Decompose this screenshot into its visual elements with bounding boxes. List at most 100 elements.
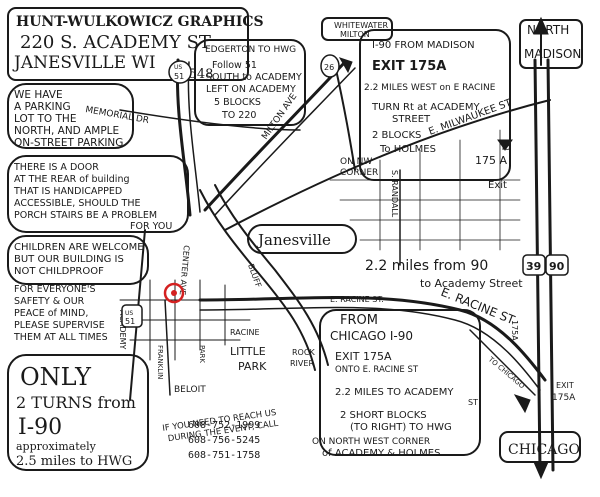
madison-line: To HOLMES — [379, 144, 436, 155]
safety-line: THEM AT ALL TIMES — [13, 332, 108, 343]
chicago-line: CHICAGO I-90 — [330, 329, 413, 343]
access-line: PORCH STAIRS BE A PROBLEM — [14, 210, 157, 221]
children-line: NOT CHILDPROOF — [14, 266, 104, 277]
company-name: HUNT-WULKOWICZ GRAPHICS — [16, 14, 264, 30]
north-label: NORTH — [527, 23, 569, 37]
franklin-label: FRANKLIN — [156, 345, 164, 379]
access-line: FOR YOU — [130, 221, 172, 232]
parking-line: ON-STREET PARKING — [14, 137, 123, 149]
parking-line: NORTH, AND AMPLE — [14, 125, 119, 137]
edgerton-line: TO 220 — [221, 110, 256, 121]
rock-river-label: ROCK — [292, 348, 315, 357]
randall-label: S. RANDALL — [390, 170, 399, 218]
safety-line: SAFETY & OUR — [14, 296, 85, 307]
phone-number: 608-752-1999 — [188, 420, 260, 431]
chicago-line: ST — [468, 398, 478, 407]
racine-st-big-label: E. RACINE ST — [439, 285, 517, 328]
edgerton-line: SOUTH to ACADEMY — [206, 72, 302, 83]
phone-number: 608-751-1758 — [188, 450, 260, 461]
madison-line: I-90 FROM MADISON — [372, 40, 475, 51]
chicago-label: CHICAGO — [508, 442, 580, 458]
i90-text: 90 — [549, 260, 565, 273]
us51-text: 51 — [125, 317, 135, 326]
academy-label: ACADEMY — [118, 310, 127, 350]
chicago-directions: FROM CHICAGO I-90 EXIT 175A ONTO E. RACI… — [312, 313, 478, 459]
exit-label: Exit — [488, 180, 507, 191]
i39-shield: 39 — [522, 254, 546, 276]
miles-text: 2.5 miles to HWG — [16, 454, 132, 469]
phone-number: 608-756-5245 — [188, 435, 260, 446]
edgerton-line: LEFT ON ACADEMY — [206, 84, 296, 95]
exit-175a-label: 175A — [552, 393, 576, 403]
janesville-label: Janesville — [256, 231, 331, 249]
i90-text: I-90 — [18, 415, 62, 440]
madison-line: STREET — [392, 114, 431, 125]
map-labels: WHITEWATER MILTON NORTH MADISON CHICAGO … — [84, 21, 581, 458]
madison-line: CORNER — [340, 168, 378, 178]
only-text: ONLY — [20, 363, 92, 391]
racine-st-label: E. RACINE ST. — [330, 295, 384, 304]
street-address: 220 S. ACADEMY ST — [20, 32, 211, 53]
madison-line: TURN Rt at ACADEMY — [371, 102, 480, 113]
access-line: AT THE REAR of building — [14, 174, 130, 185]
exit-175a-marker-text: 175A — [510, 320, 519, 341]
children-line: CHILDREN ARE WELCOME — [14, 242, 144, 253]
chicago-line: FROM — [340, 313, 378, 328]
to-175a-label: 175 A — [475, 154, 507, 167]
whitewater-label: WHITEWATER — [334, 21, 388, 30]
note-boxes — [7, 7, 583, 471]
madison-line: 2 BLOCKS — [372, 130, 421, 141]
city-state: JANESVILLE WI — [12, 53, 156, 73]
exit-175a-label: EXIT — [556, 381, 574, 390]
chicago-line: (TO RIGHT) TO HWG — [350, 422, 452, 433]
parking-line: LOT TO THE — [14, 113, 76, 125]
center-ave-label: CENTER AVE — [178, 245, 191, 296]
map-arrows — [338, 16, 549, 480]
safety-line: PEACE of MIND, — [14, 308, 88, 319]
accessibility-note: THERE IS A DOOR AT THE REAR of building … — [13, 162, 172, 232]
turns-text: 2 TURNS from — [16, 393, 136, 412]
chicago-line: of ACADEMY & HOLMES — [322, 448, 440, 459]
madison-line: 2.2 MILES WEST on E RACINE — [364, 83, 496, 93]
parking-line: A PARKING — [14, 101, 71, 113]
safety-line: FOR EVERYONE'S — [14, 284, 96, 295]
access-line: THAT IS HANDICAPPED — [13, 186, 122, 197]
edgerton-line: 5 BLOCKS — [214, 97, 261, 108]
chicago-line: ONTO E. RACINE ST — [335, 365, 419, 375]
to-academy-street-label: to Academy Street — [420, 277, 523, 290]
safety-note: FOR EVERYONE'S SAFETY & OUR PEACE of MIN… — [13, 284, 108, 343]
edgerton-line: EDGERTON TO HWG — [205, 45, 296, 55]
route26-text: 26 — [324, 63, 334, 72]
access-line: THERE IS A DOOR — [13, 162, 99, 173]
us51-text: US — [125, 310, 133, 317]
children-line: BUT OUR BUILDING IS — [14, 254, 124, 265]
to-175a-label: To — [499, 142, 511, 153]
memorial-dr-label: MEMORIAL DR — [84, 105, 149, 126]
madison-directions: I-90 FROM MADISON EXIT 175A 2.2 MILES WE… — [340, 40, 496, 178]
safety-line: PLEASE SUPERVISE — [14, 320, 105, 331]
beloit-label: BELOIT — [174, 385, 206, 395]
only-two-turns-note: ONLY 2 TURNS from I-90 approximately 2.5… — [16, 363, 136, 469]
i90-shield: 90 — [545, 254, 569, 276]
parking-note: WE HAVE A PARKING LOT TO THE NORTH, AND … — [14, 89, 123, 149]
little-park-label: PARK — [238, 360, 267, 373]
us51-shield-lower: US 51 — [121, 304, 143, 328]
to-chicago-label: TO CHICAGO — [486, 355, 527, 391]
hwg-location-marker — [163, 282, 185, 304]
park-label: PARK — [198, 345, 206, 363]
chicago-line: ON NORTH WEST CORNER — [312, 437, 430, 447]
highway-shields: US 51 US 51 39 90 175A 26 — [121, 54, 569, 341]
chicago-line: 2 SHORT BLOCKS — [340, 410, 427, 421]
us51-text: US — [174, 64, 182, 71]
milton-label: MILTON — [340, 30, 370, 39]
parking-line: WE HAVE — [14, 89, 63, 101]
phone-list: 608-752-1999 608-756-5245 608-751-1758 — [188, 420, 260, 461]
chicago-line: EXIT 175A — [335, 350, 392, 363]
us51-text: 51 — [174, 72, 184, 81]
access-line: ACCESSIBLE, SHOULD THE — [14, 198, 141, 209]
route26-shield: 26 — [320, 54, 340, 78]
exit-175a-marker: 175A — [510, 320, 519, 341]
madison-label: MADISON — [524, 47, 581, 61]
edgerton-directions: EDGERTON TO HWG Follow 51 SOUTH to ACADE… — [205, 45, 302, 121]
